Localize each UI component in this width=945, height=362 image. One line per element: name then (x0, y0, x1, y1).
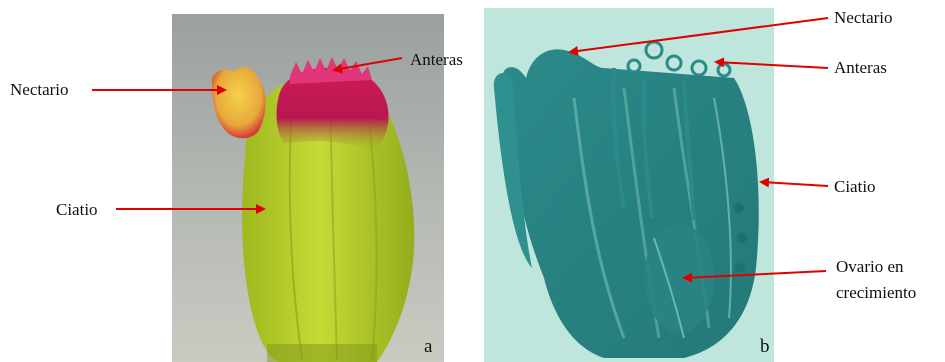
arrow-b-cyathium (761, 182, 828, 186)
arrow-b-anthers (716, 62, 828, 68)
arrow-a-anthers (334, 58, 402, 70)
arrow-b-nectary (570, 18, 828, 52)
arrow-b-ovary (684, 271, 826, 278)
